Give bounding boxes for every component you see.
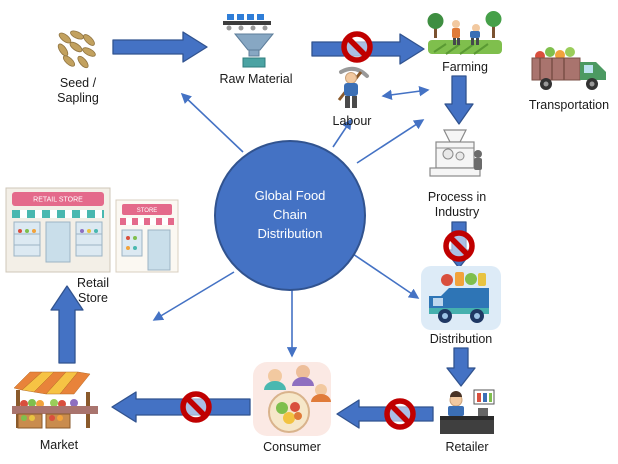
factory-machine-icon <box>429 129 482 177</box>
storefront-icon: RETAIL STORE STORE <box>5 187 179 273</box>
delivery-truck-icon <box>421 266 501 330</box>
node-farming: Farming <box>424 6 506 75</box>
seed-sapling-label: Seed / Sapling <box>57 76 99 106</box>
farmers-field-icon <box>427 11 502 55</box>
node-raw-material: Raw Material <box>210 10 302 87</box>
connector-center-to-farming <box>356 119 425 164</box>
arrow-market-to-retailstore <box>50 285 84 364</box>
produce-truck-icon <box>531 47 606 90</box>
process-in-industry-label: Process in Industry <box>427 190 487 220</box>
market-label: Market <box>39 438 79 452</box>
node-seed-sapling: Seed / Sapling <box>36 26 120 107</box>
shop-counter-icon <box>440 389 495 434</box>
prohibition-icon-retailer-consumer <box>384 398 416 430</box>
prohibition-icon-rawmaterial-farming <box>341 31 373 63</box>
connector-center-to-rawmaterial <box>180 92 244 153</box>
retail-store-label: Retail Store <box>77 276 109 306</box>
farming-label: Farming <box>442 60 488 74</box>
store-sign-text: STORE <box>137 208 158 214</box>
seeds-icon <box>57 30 96 69</box>
node-distribution: Distribution <box>420 266 502 347</box>
connector-center-to-distribution <box>349 251 420 299</box>
distribution-label: Distribution <box>429 332 493 346</box>
connector-center-to-labour <box>332 118 352 148</box>
prohibition-icon-process-distribution <box>443 230 475 262</box>
node-retail-store: RETAIL STORE STORE Retail Store <box>4 180 182 307</box>
node-retailer: Retailer <box>436 388 498 455</box>
node-transportation: Transportation <box>522 40 616 113</box>
arrow-seed-to-rawmaterial <box>112 31 208 63</box>
transportation-label: Transportation <box>528 98 610 112</box>
consumer-label: Consumer <box>263 440 321 454</box>
node-labour: Labour <box>322 66 382 129</box>
arrow-farming-to-process <box>444 75 474 125</box>
node-process-in-industry: Process in Industry <box>422 126 492 221</box>
prohibition-icon-consumer-market <box>180 391 212 423</box>
connector-labour-farming-double-arrow <box>381 86 430 100</box>
raw-material-label: Raw Material <box>219 72 293 86</box>
node-market: Market <box>6 366 112 453</box>
conveyor-funnel-icon <box>223 14 275 68</box>
center-node-label: Global Food Chain Distribution <box>254 188 326 241</box>
center-node-global-food-chain: Global Food Chain Distribution <box>214 140 366 291</box>
prohibition-signs <box>180 31 475 430</box>
market-stall-icon <box>12 371 98 429</box>
node-consumer: Consumer <box>250 360 334 455</box>
arrow-distribution-to-retailer <box>446 347 476 387</box>
people-dining-icon <box>253 362 331 436</box>
labour-label: Labour <box>332 114 372 128</box>
worker-icon <box>337 66 369 108</box>
retail-store-sign-text: RETAIL STORE <box>33 197 83 204</box>
connector-center-to-market <box>152 271 235 321</box>
retailer-label: Retailer <box>445 440 489 454</box>
